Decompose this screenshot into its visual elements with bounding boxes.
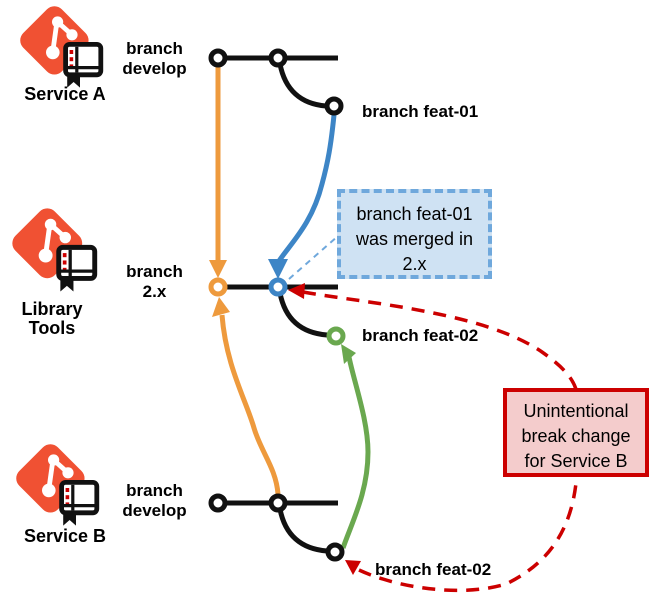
arrowhead-orange-up-icon [212,297,230,317]
commit-develop-b-1 [208,493,228,513]
commit-feat02-b-head [325,542,345,562]
arrowhead-blue-down-icon [268,259,288,279]
arrowhead-red-left-icon [288,283,305,299]
service-b-repo-icon [12,440,100,528]
commit-develop-b-2 [268,493,288,513]
repo-name-service-b: Service B [23,526,107,546]
branch-label-develop-a: branch develop [122,39,187,78]
flow-feat01-merge-to-2x [276,114,337,263]
flow-feat02-b-to-feat02-lib [340,356,371,549]
flow-develop-b-to-2x [219,314,281,495]
branch-label-2x: branch 2.x [126,262,183,301]
commit-develop-a-2 [268,48,288,68]
label-branch-feat02-b: branch feat-02 [375,560,492,579]
arrowhead-red-upleft-icon [345,560,361,575]
commit-feat02-lib-head [326,326,346,346]
connector-merge-note [288,235,339,280]
branch-off-feat02-b [277,508,328,554]
repo-name-library-tools: Library Tools [21,299,83,338]
note-unintentional-break: Unintentional break change for Service B [503,388,649,477]
arrowhead-orange-down-icon [209,260,227,278]
commit-develop-a-1 [208,48,228,68]
branch-off-feat02-lib [277,292,328,338]
commit-2x-merge-develop [208,277,228,297]
commit-2x-merge-feat01 [268,277,288,297]
label-branch-feat02-lib: branch feat-02 [362,326,479,345]
note-feat01-merged: branch feat-01 was merged in 2.x [337,189,492,279]
label-branch-feat01: branch feat-01 [362,102,479,121]
arrowhead-green-up-icon [341,344,356,364]
library-tools-repo-icon [8,204,98,294]
branch-off-feat01 [277,63,327,109]
service-a-repo-icon [16,2,104,90]
branch-label-develop-b: branch develop [122,481,187,520]
repo-name-service-a: Service A [24,84,106,104]
commit-feat01-head [324,96,344,116]
